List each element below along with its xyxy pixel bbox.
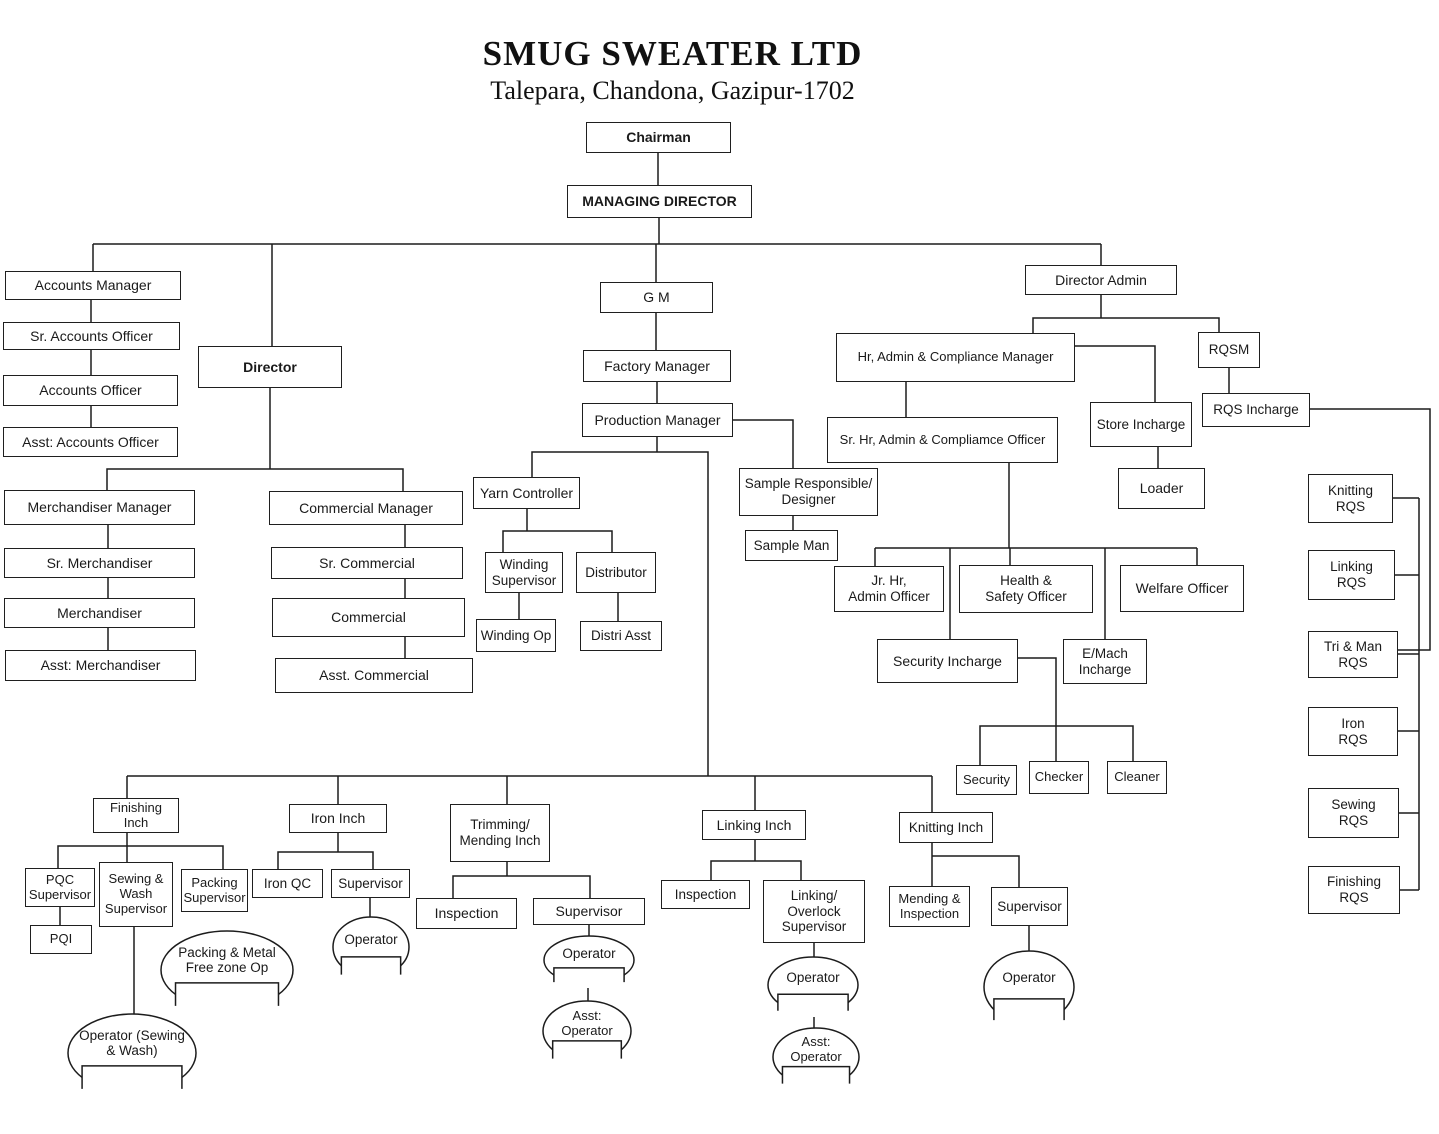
node-emach-incharge: E/Mach Incharge (1063, 639, 1147, 684)
connector-34 (1310, 408, 1431, 651)
node-sr-commercial: Sr. Commercial (271, 547, 463, 579)
node-health-safety-officer: Health & Safety Officer (959, 565, 1093, 613)
node-gm: G M (600, 282, 713, 313)
oval-label-packing-metal-free-zone-op: Packing & Metal Free zone Op (178, 944, 276, 976)
node-knitting-inch: Knitting Inch (899, 812, 993, 843)
node-iron-supervisor: Supervisor (331, 869, 410, 898)
node-sr-merchandiser: Sr. Merchandiser (4, 548, 195, 578)
connector-11 (106, 468, 404, 491)
node-asst-merchandiser: Asst: Merchandiser (5, 650, 196, 681)
oval-iron-operator (332, 916, 410, 981)
node-iron-qc: Iron QC (252, 869, 323, 898)
oval-packing-metal-free-zone-op (160, 930, 294, 1013)
node-knit-supervisor: Supervisor (991, 887, 1068, 926)
node-trim-inspection: Inspection (416, 898, 517, 929)
node-hr-admin-compliance-manager: Hr, Admin & Compliance Manager (836, 333, 1075, 382)
node-cleaner: Cleaner (1107, 761, 1167, 794)
oval-label-trim-asst-operator: Asst: Operator (561, 1007, 613, 1038)
node-store-incharge: Store Incharge (1090, 402, 1192, 447)
oval-label-operator-sewing-wash: Operator (Sewing & Wash) (79, 1027, 185, 1059)
node-pqc-supervisor: PQC Supervisor (25, 868, 95, 907)
node-welfare-officer: Welfare Officer (1120, 565, 1244, 612)
node-chairman: Chairman (586, 122, 731, 153)
node-checker: Checker (1029, 761, 1089, 794)
company-title: SMUG SWEATER LTD (482, 34, 863, 73)
node-asst-commercial: Asst. Commercial (275, 658, 473, 693)
connector-63 (277, 851, 374, 869)
node-sewing-rqs: Sewing RQS (1308, 788, 1399, 838)
node-linking-rqs: Linking RQS (1308, 550, 1395, 600)
node-distri-asst: Distri Asst (580, 621, 662, 651)
oval-trim-operator (543, 935, 635, 988)
connector-70 (710, 860, 802, 880)
node-sr-accounts-officer: Sr. Accounts Officer (3, 322, 180, 350)
node-trimming-mending-inch: Trimming/ Mending Inch (450, 804, 550, 862)
node-rqsm: RQSM (1198, 332, 1260, 368)
oval-label-link-operator: Operator (786, 970, 840, 986)
connector-23 (502, 530, 613, 552)
node-production-manager: Production Manager (582, 403, 733, 437)
node-distributor: Distributor (576, 552, 656, 593)
node-linking-overlock-supervisor: Linking/ Overlock Supervisor (763, 880, 865, 943)
node-merchandiser-manager: Merchandiser Manager (4, 490, 195, 525)
oval-label-trim-operator: Operator (562, 946, 616, 962)
node-asst-accounts-officer: Asst: Accounts Officer (3, 427, 178, 457)
node-sewing-wash-supervisor: Sewing & Wash Supervisor (99, 862, 173, 927)
connector-59 (57, 845, 224, 869)
oval-link-asst-operator (772, 1027, 860, 1090)
connector-74 (932, 855, 1020, 887)
oval-knit-operator (983, 950, 1075, 1027)
node-link-inspection: Inspection (661, 880, 750, 909)
node-winding-supervisor: Winding Supervisor (485, 552, 563, 593)
oval-link-operator (767, 956, 859, 1017)
node-winding-op: Winding Op (476, 619, 556, 652)
node-tri-man-rqs: Tri & Man RQS (1308, 631, 1398, 678)
node-director-admin: Director Admin (1025, 265, 1177, 295)
node-sr-hr-admin-compliance-officer: Sr. Hr, Admin & Compliamce Officer (827, 417, 1058, 463)
node-mending-inspection: Mending & Inspection (889, 886, 970, 927)
node-yarn-controller: Yarn Controller (473, 477, 580, 509)
node-trim-supervisor: Supervisor (533, 898, 645, 925)
node-rqs-incharge: RQS Incharge (1202, 393, 1310, 427)
node-jr-hr-admin-officer: Jr. Hr, Admin Officer (834, 566, 944, 612)
oval-label-knit-operator: Operator (1002, 970, 1056, 986)
oval-trim-asst-operator (542, 1000, 632, 1065)
company-subtitle: Talepara, Chandona, Gazipur-1702 (490, 76, 855, 105)
node-pqi: PQI (30, 925, 92, 954)
node-security: Security (956, 765, 1017, 795)
connector-26 (733, 419, 794, 468)
node-knitting-rqs: Knitting RQS (1308, 474, 1393, 523)
connector-31 (1075, 345, 1156, 402)
connector-29 (1032, 317, 1220, 333)
oval-operator-sewing-wash (67, 1013, 197, 1096)
node-iron-inch: Iron Inch (289, 804, 387, 833)
node-director: Director (198, 346, 342, 388)
title-block: SMUG SWEATER LTD Talepara, Chandona, Gaz… (0, 34, 1345, 106)
node-accounts-manager: Accounts Manager (5, 271, 181, 300)
node-sample-designer: Sample Responsible/ Designer (739, 468, 878, 516)
node-commercial-manager: Commercial Manager (269, 491, 463, 525)
node-packing-supervisor: Packing Supervisor (181, 869, 248, 912)
node-merchandiser: Merchandiser (4, 598, 195, 628)
oval-label-link-asst-operator: Asst: Operator (790, 1033, 842, 1064)
oval-label-iron-operator: Operator (344, 931, 398, 947)
node-managing-director: MANAGING DIRECTOR (567, 185, 752, 218)
node-factory-manager: Factory Manager (583, 350, 731, 382)
connector-21 (531, 451, 709, 776)
node-linking-inch: Linking Inch (702, 810, 806, 840)
connector-66 (452, 875, 591, 898)
node-finishing-inch: Finishing Inch (93, 798, 179, 833)
connector-49 (1018, 657, 1057, 726)
node-finishing-rqs: Finishing RQS (1308, 866, 1400, 914)
node-iron-rqs: Iron RQS (1308, 707, 1398, 756)
node-security-incharge: Security Incharge (877, 639, 1018, 683)
node-accounts-officer: Accounts Officer (3, 375, 178, 406)
node-commercial: Commercial (272, 598, 465, 637)
node-sample-man: Sample Man (745, 530, 838, 561)
node-loader: Loader (1118, 468, 1205, 509)
